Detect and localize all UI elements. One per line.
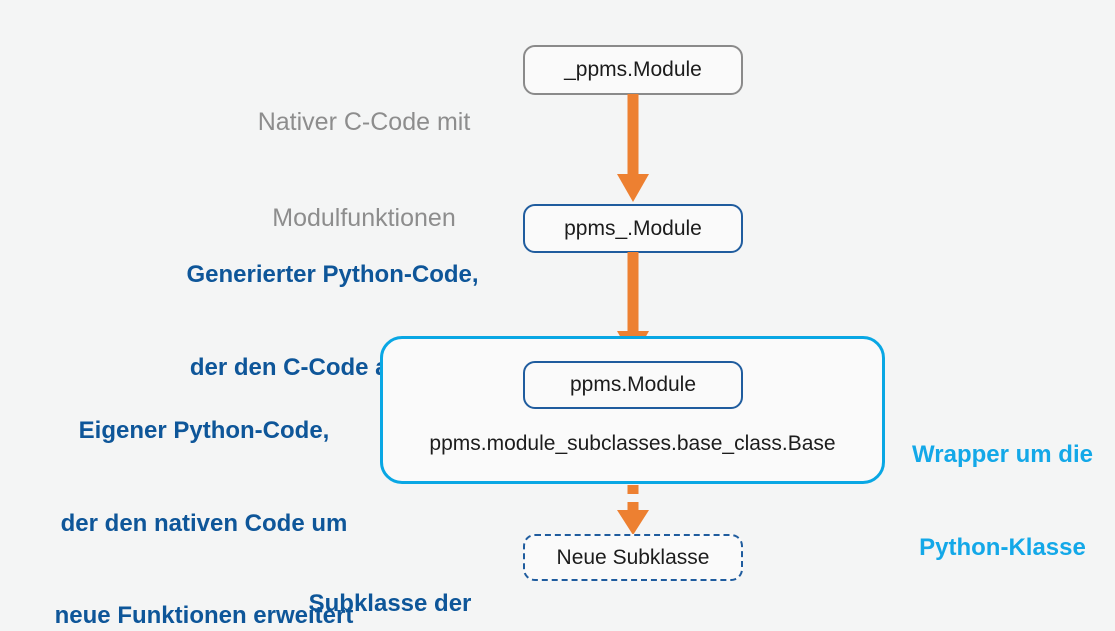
wrapper-group-box[interactable] xyxy=(380,336,885,484)
layer-label-generated-python-line-1: Generierter Python-Code, xyxy=(186,261,479,289)
node-box-ppms-module-label: ppms.Module xyxy=(569,373,697,396)
layer-label-native-c-line-2: Modulfunktionen xyxy=(272,204,456,232)
arrow-wrapper-to-subclass xyxy=(617,485,649,535)
layer-label-subclass: Subklasse der Wrapper-Klasse xyxy=(290,528,490,631)
layer-label-subclass-line-1: Subklasse der xyxy=(308,590,472,618)
wrapper-right-label: Wrapper um die Python-Klasse xyxy=(895,379,1110,625)
node-box-generated-module[interactable]: ppms_.Module xyxy=(523,204,743,253)
wrapper-base-class-text: ppms.module_subclasses.base_class.Base xyxy=(429,432,836,455)
node-box-native-module[interactable]: _ppms.Module xyxy=(523,45,743,95)
node-box-native-module-label: _ppms.Module xyxy=(564,58,702,81)
arrow-native-to-generated xyxy=(617,94,649,202)
node-box-ppms-module[interactable]: ppms.Module xyxy=(523,361,743,409)
layer-label-own-python-line-2: der den nativen Code um xyxy=(60,509,348,537)
node-box-generated-module-label: ppms_.Module xyxy=(564,216,702,240)
layer-label-own-python-line-3: neue Funktionen erweitert xyxy=(54,601,354,629)
layer-label-own-python-line-1: Eigener Python-Code, xyxy=(78,417,330,445)
layer-label-native-c-line-1: Nativer C-Code mit xyxy=(257,108,471,136)
layer-label-native-c: Nativer C-Code mit Modulfunktionen xyxy=(236,42,492,298)
node-box-new-subclass[interactable]: Neue Subklasse xyxy=(523,534,743,581)
node-box-new-subclass-label: Neue Subklasse xyxy=(556,545,710,569)
wrapper-right-label-line-2: Python-Klasse xyxy=(919,533,1086,561)
layer-label-own-python: Eigener Python-Code, der den nativen Cod… xyxy=(33,355,375,631)
wrapper-right-label-line-1: Wrapper um die xyxy=(912,441,1093,469)
